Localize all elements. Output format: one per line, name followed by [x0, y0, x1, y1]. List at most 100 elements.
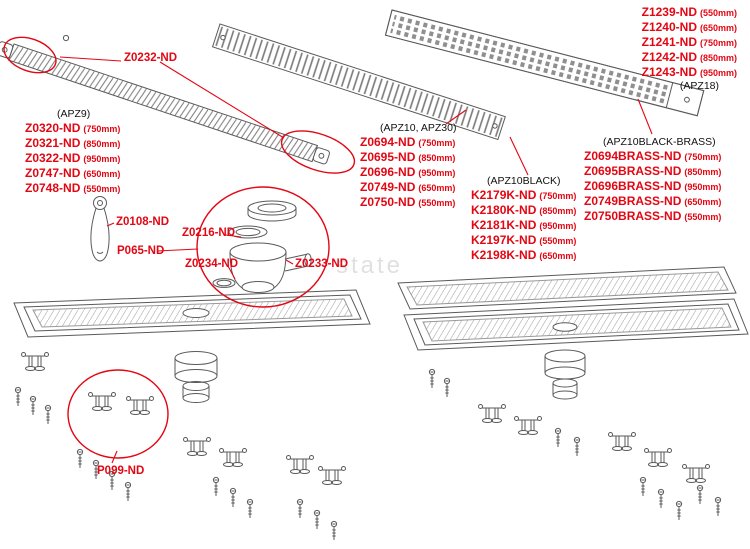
- mounting-feet-left-group: [21, 352, 346, 485]
- part-size: (750mm): [83, 124, 121, 134]
- leader-line: [285, 259, 294, 265]
- part-row: K2179K-ND(750mm): [471, 188, 576, 203]
- part-code: Z0748-ND: [25, 181, 81, 195]
- part-code: Z0321-ND: [25, 136, 81, 150]
- highlight-ellipse-grate-left-end: [3, 36, 57, 74]
- part-code: Z0322-ND: [25, 151, 81, 165]
- screws-right-group: [428, 368, 722, 521]
- part-code: Z0750BRASS-ND: [584, 209, 682, 223]
- part-row: Z0695-ND(850mm): [360, 150, 456, 165]
- leader-line: [59, 56, 122, 62]
- part-code: Z1241-ND: [641, 35, 697, 49]
- grate-apz9-drawing: [0, 41, 330, 165]
- hook-tool-drawing: [90, 196, 110, 262]
- parts-list-apz10black: (APZ10BLACK) K2179K-ND(750mm) K2180K-ND(…: [471, 175, 576, 263]
- part-label-z0234: Z0234-ND: [185, 258, 239, 270]
- part-row: Z0750BRASS-ND(550mm): [584, 209, 721, 224]
- part-row: Z0748-ND(550mm): [25, 181, 120, 196]
- part-size: (650mm): [539, 251, 577, 261]
- part-row: Z0749-ND(650mm): [360, 180, 456, 195]
- part-code: Z0694BRASS-ND: [584, 149, 682, 163]
- part-code: Z0696BRASS-ND: [584, 179, 682, 193]
- part-row: Z0695BRASS-ND(850mm): [584, 164, 721, 179]
- leader-line: [637, 98, 653, 135]
- part-row: Z1242-ND(850mm): [642, 50, 737, 65]
- parts-list-apz9: (APZ9) Z0320-ND(750mm) Z0321-ND(850mm) Z…: [25, 108, 120, 196]
- leader-lines: [59, 56, 653, 464]
- part-size: (950mm): [699, 68, 737, 78]
- part-size: (550mm): [699, 8, 737, 18]
- part-row: K2181K-ND(950mm): [471, 218, 576, 233]
- part-code: Z0749BRASS-ND: [584, 194, 682, 208]
- channel-assembly-right-drawing: [397, 266, 749, 400]
- highlight-ellipse-feet: [67, 369, 169, 459]
- part-size: (550mm): [83, 184, 121, 194]
- part-code: K2197K-ND: [471, 233, 537, 247]
- part-row: Z0694BRASS-ND(750mm): [584, 149, 721, 164]
- grate-screw-drawing: [62, 34, 70, 42]
- part-size: (750mm): [684, 152, 722, 162]
- part-row: Z1241-ND(750mm): [642, 35, 737, 50]
- part-size: (650mm): [418, 183, 456, 193]
- grate-apz18-drawing: [384, 9, 705, 117]
- part-row: Z0749BRASS-ND(650mm): [584, 194, 721, 209]
- leader-line: [227, 265, 236, 280]
- part-label-p099: P099-ND: [97, 465, 145, 477]
- part-row: Z0320-ND(750mm): [25, 121, 120, 136]
- part-size: (750mm): [699, 38, 737, 48]
- part-code: Z0695BRASS-ND: [584, 164, 682, 178]
- part-row: Z0694-ND(750mm): [360, 135, 456, 150]
- part-code: Z1243-ND: [641, 65, 697, 79]
- part-size: (850mm): [418, 153, 456, 163]
- part-size: (650mm): [684, 197, 722, 207]
- parts-list-apz10: (APZ10, APZ30) Z0694-ND(750mm) Z0695-ND(…: [360, 122, 456, 210]
- parts-list-header: (APZ10BLACK-BRASS): [603, 136, 716, 148]
- leader-line: [445, 109, 467, 125]
- part-size: (850mm): [699, 53, 737, 63]
- part-row: Z0696-ND(950mm): [360, 165, 456, 180]
- highlight-circle-siphon: [196, 186, 330, 308]
- part-size: (950mm): [539, 221, 577, 231]
- part-row: Z0322-ND(950mm): [25, 151, 120, 166]
- grate-apz10-drawing: [211, 23, 506, 141]
- channel-assembly-left-drawing: [13, 289, 371, 403]
- part-row: K2198K-ND(650mm): [471, 248, 576, 263]
- parts-list-header: (APZ10, APZ30): [380, 122, 457, 134]
- part-size: (550mm): [539, 236, 577, 246]
- part-code: Z0749-ND: [360, 180, 416, 194]
- part-row: K2180K-ND(850mm): [471, 203, 576, 218]
- part-code: K2180K-ND: [471, 203, 537, 217]
- parts-list-header: (APZ18): [679, 80, 719, 92]
- leader-line: [106, 222, 115, 227]
- part-size: (650mm): [699, 23, 737, 33]
- leader-line: [159, 61, 285, 139]
- part-row: Z0321-ND(850mm): [25, 136, 120, 151]
- part-size: (550mm): [684, 212, 722, 222]
- part-size: (850mm): [539, 206, 577, 216]
- part-row: Z1239-ND(550mm): [642, 5, 737, 20]
- part-label-z0108: Z0108-ND: [116, 216, 170, 228]
- screws-left-group: [14, 386, 338, 541]
- part-row: K2197K-ND(550mm): [471, 233, 576, 248]
- part-size: (550mm): [418, 198, 456, 208]
- part-size: (850mm): [684, 167, 722, 177]
- part-row: Z0750-ND(550mm): [360, 195, 456, 210]
- part-label-z0233: Z0233-ND: [295, 258, 349, 270]
- parts-list-header: (APZ10BLACK): [487, 175, 561, 187]
- part-label-z0232: Z0232-ND: [124, 52, 178, 64]
- watermark-text: state: [336, 252, 404, 279]
- part-code: Z1242-ND: [641, 50, 697, 64]
- part-code: K2179K-ND: [471, 188, 537, 202]
- part-row: Z0747-ND(650mm): [25, 166, 120, 181]
- leader-line: [509, 136, 529, 176]
- part-size: (950mm): [684, 182, 722, 192]
- leader-line: [156, 248, 199, 252]
- part-code: Z0695-ND: [360, 150, 416, 164]
- parts-list-apz10black-brass: (APZ10BLACK-BRASS) Z0694BRASS-ND(750mm) …: [584, 136, 721, 224]
- parts-list-header: (APZ9): [57, 108, 91, 120]
- mounting-feet-right-group: [478, 404, 710, 483]
- part-row: Z0696BRASS-ND(950mm): [584, 179, 721, 194]
- part-code: Z1239-ND: [641, 5, 697, 19]
